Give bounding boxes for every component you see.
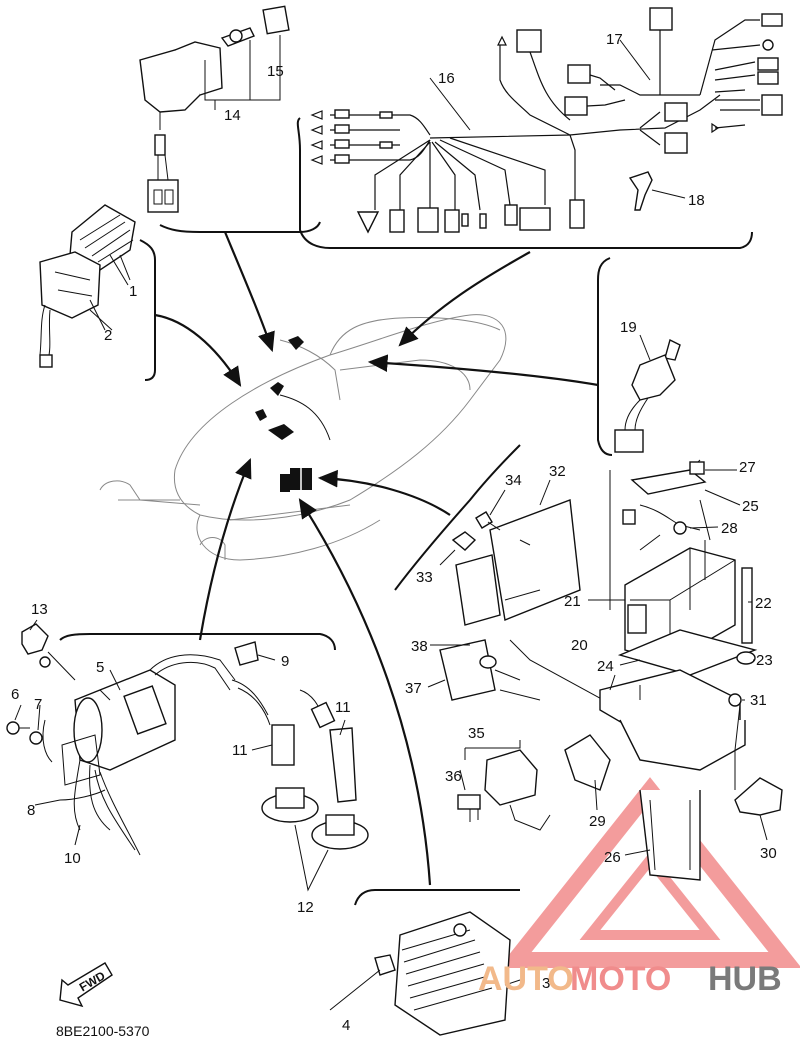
part-number-labels: 1 2 3 4 5 6 7 8 9 10 11 11 12 13 14 15 1…: [11, 31, 777, 1034]
part-label: 11: [232, 742, 248, 759]
part-label: 23: [756, 652, 773, 669]
cdi-box-and-cover: [39, 204, 136, 368]
spark-plug-caps: [231, 641, 369, 892]
part-label: 24: [597, 658, 614, 675]
part-label: 6: [11, 686, 19, 703]
part-label: 33: [416, 569, 433, 586]
watermark-moto: MOTO: [570, 960, 671, 998]
coil-fasteners: [6, 623, 76, 745]
battery-bracket: [564, 669, 783, 881]
watermark-text: AUTO MOTO HUB: [478, 960, 782, 998]
part-label: 37: [405, 680, 422, 697]
part-label: 35: [468, 725, 485, 742]
part-label: 10: [64, 850, 81, 867]
part-label: 28: [721, 520, 738, 537]
part-label: 11: [335, 699, 351, 716]
fwd-indicator: FWD: [59, 962, 113, 1008]
part-label: 38: [411, 638, 428, 655]
part-label: 17: [606, 31, 623, 48]
part-label: 15: [267, 63, 284, 80]
cdi-unit-on-frame: [280, 468, 312, 492]
part-label: 32: [549, 463, 566, 480]
battery-assembly: [609, 459, 758, 676]
relays: [457, 740, 551, 831]
ignition-coil: [42, 654, 236, 856]
part-label: 8: [27, 802, 35, 819]
mounting-plate: [439, 499, 641, 721]
part-label: 30: [760, 845, 777, 862]
part-label: 16: [438, 70, 455, 87]
watermark-logo: [498, 777, 800, 968]
wire-harness: [310, 7, 783, 234]
watermark-auto: AUTO: [478, 960, 574, 998]
part-label: 18: [688, 192, 705, 209]
part-label: 12: [297, 899, 314, 916]
switch-19: [614, 334, 681, 453]
rectifier-regulator: [374, 911, 511, 1036]
part-label: 20: [571, 637, 588, 654]
part-label: 5: [96, 659, 104, 676]
assembly-arrows: [154, 231, 599, 886]
part-label: 34: [505, 472, 522, 489]
part-label: 26: [604, 849, 621, 866]
part-label: 22: [755, 595, 772, 612]
part-label: 13: [31, 601, 48, 618]
part-label: 36: [445, 768, 462, 785]
drawing-code: 8BE2100-5370: [56, 1023, 150, 1039]
connector-18: [628, 171, 686, 211]
part-label: 19: [620, 319, 637, 336]
part-label: 29: [589, 813, 606, 830]
snowmobile-outline: [99, 314, 507, 561]
part-label: 3: [542, 975, 550, 992]
part-label: 9: [281, 653, 289, 670]
mounted-components: [255, 336, 331, 492]
main-switch: [139, 5, 290, 213]
part-label: 25: [742, 498, 759, 515]
leader-lines: [14, 35, 768, 1011]
part-label: 27: [739, 459, 756, 476]
watermark-hub: HUB: [708, 960, 782, 998]
part-label: 4: [342, 1017, 350, 1034]
part-label: 14: [224, 107, 241, 124]
part-label: 31: [750, 692, 767, 709]
part-label: 2: [104, 327, 112, 344]
part-label: 1: [129, 283, 137, 300]
part-label: 7: [34, 696, 42, 713]
part-label: 21: [564, 593, 581, 610]
